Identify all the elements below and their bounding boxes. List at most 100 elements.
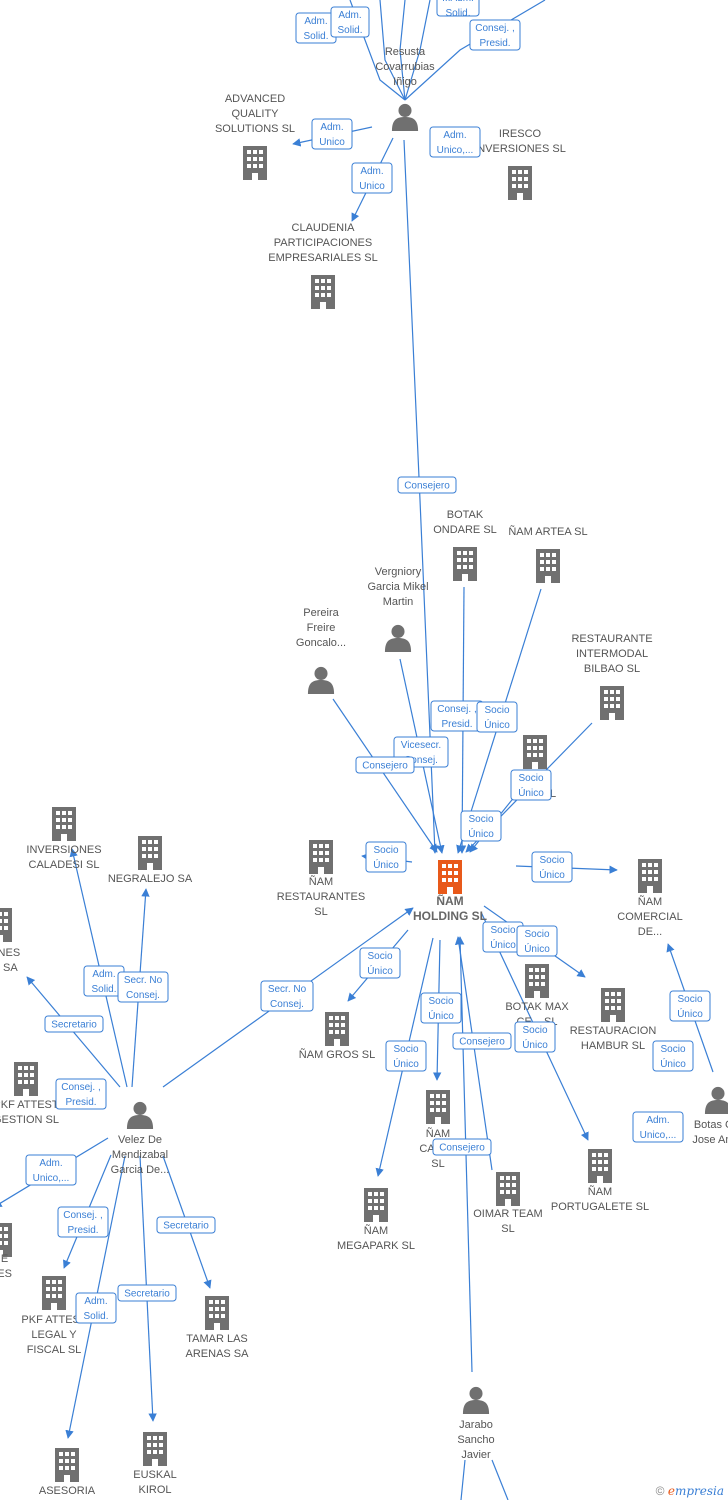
relation-badge[interactable]: Adm.Solid. [75,1292,117,1324]
node-namcast[interactable]: ÑAMCAST...SL [419,1090,457,1170]
badge-label: Presid. [441,719,472,730]
node-label: TAMAR LAS [186,1333,248,1345]
relation-badge[interactable]: Adm.Unico [351,162,393,194]
node-negralejo[interactable]: NEGRALEJO SA [108,836,193,885]
building-icon [600,686,624,720]
node-pkfgestion[interactable]: PKF ATTESTGESTION SL [0,1062,59,1126]
node-label: Jose Ant... [692,1134,728,1146]
node-label: ...ONES [0,947,20,959]
node-label: Pereira [303,607,339,619]
badge-box [476,701,518,733]
building-icon [0,1223,12,1257]
building-icon [588,1149,612,1183]
node-label: EUSKAL [133,1469,176,1481]
node-label: ARENAS SA [186,1348,250,1360]
node-botakmax[interactable]: BOTAK MAXCE... SL [505,964,569,1028]
relation-badge[interactable]: Consej. ,Presid. [469,19,521,51]
node-label: QUALITY [231,108,279,120]
building-icon [496,1172,520,1206]
building-icon [536,549,560,583]
badge-box [460,810,502,842]
relation-badge[interactable]: Adm.Unico,... [25,1154,77,1186]
relation-badge[interactable]: ...Adm.Solid. [436,0,480,19]
relation-badge[interactable]: Adm.Solid. [295,12,337,44]
node-label: PARTICIPACIONES [274,237,372,249]
node-ones[interactable]: ...ONES...O SA [0,908,20,974]
relation-badge[interactable]: Consejero [432,1138,492,1156]
badge-box [469,19,521,51]
badge-label: Solid. [91,984,116,995]
badge-label: Único [490,938,516,951]
node-leftE[interactable]: ...E...ES [0,1223,12,1280]
badge-label: Socio [428,996,453,1007]
relation-badge[interactable]: Secretario [117,1284,177,1302]
badge-label: Único [373,858,399,871]
relation-badge[interactable]: Adm.Solid. [330,6,370,38]
relation-badge[interactable]: Consej. ,Presid. [55,1078,107,1110]
node-label: Mendizabal [112,1149,168,1161]
relation-badge[interactable]: Consej. ,Presid. [57,1206,109,1238]
node-label: KIROL [138,1484,171,1496]
node-botasjose[interactable]: Botas C...Jose Ant... [692,1086,728,1146]
connector-line [403,139,439,854]
person-icon [307,666,335,694]
relation-badge[interactable]: Consejero [397,476,457,494]
relation-badge[interactable]: Secretario [156,1216,216,1234]
node-tamar[interactable]: TAMAR LAS ARENAS SA [186,1296,250,1360]
relation-badge[interactable]: Consejero [355,756,415,774]
relation-badge[interactable]: Secretario [44,1015,104,1033]
badge-box [25,1154,77,1186]
node-euskal[interactable]: EUSKAL KIROL [133,1432,177,1496]
node-namgros[interactable]: ÑAM GROS SL [299,1012,375,1061]
person-icon [462,1386,490,1414]
person-icon [704,1086,728,1114]
node-namcomercial[interactable]: ÑAMCOMERCIALDE... [617,859,683,938]
badge-label: Adm. [338,10,361,21]
building-icon [325,1012,349,1046]
node-label: ASESORIA [39,1485,96,1497]
node-pereira[interactable]: PereiraFreireGoncalo... [296,607,346,694]
node-namartea[interactable]: ÑAM ARTEA SL [508,525,588,583]
badge-label: Socio [660,1044,685,1055]
building-icon [426,1090,450,1124]
node-label: INVERSIONES SL [474,143,566,155]
node-asesoria[interactable]: ASESORIA [39,1448,96,1497]
relation-badge[interactable]: Adm.Unico,... [632,1111,684,1143]
relation-badge[interactable]: Consejero [452,1032,512,1050]
relation-badge[interactable]: Adm.Unico [311,118,353,150]
relation-badge[interactable]: Adm.Unico,... [429,126,481,158]
relation-badge[interactable]: Consej. ,Presid. [430,700,484,732]
